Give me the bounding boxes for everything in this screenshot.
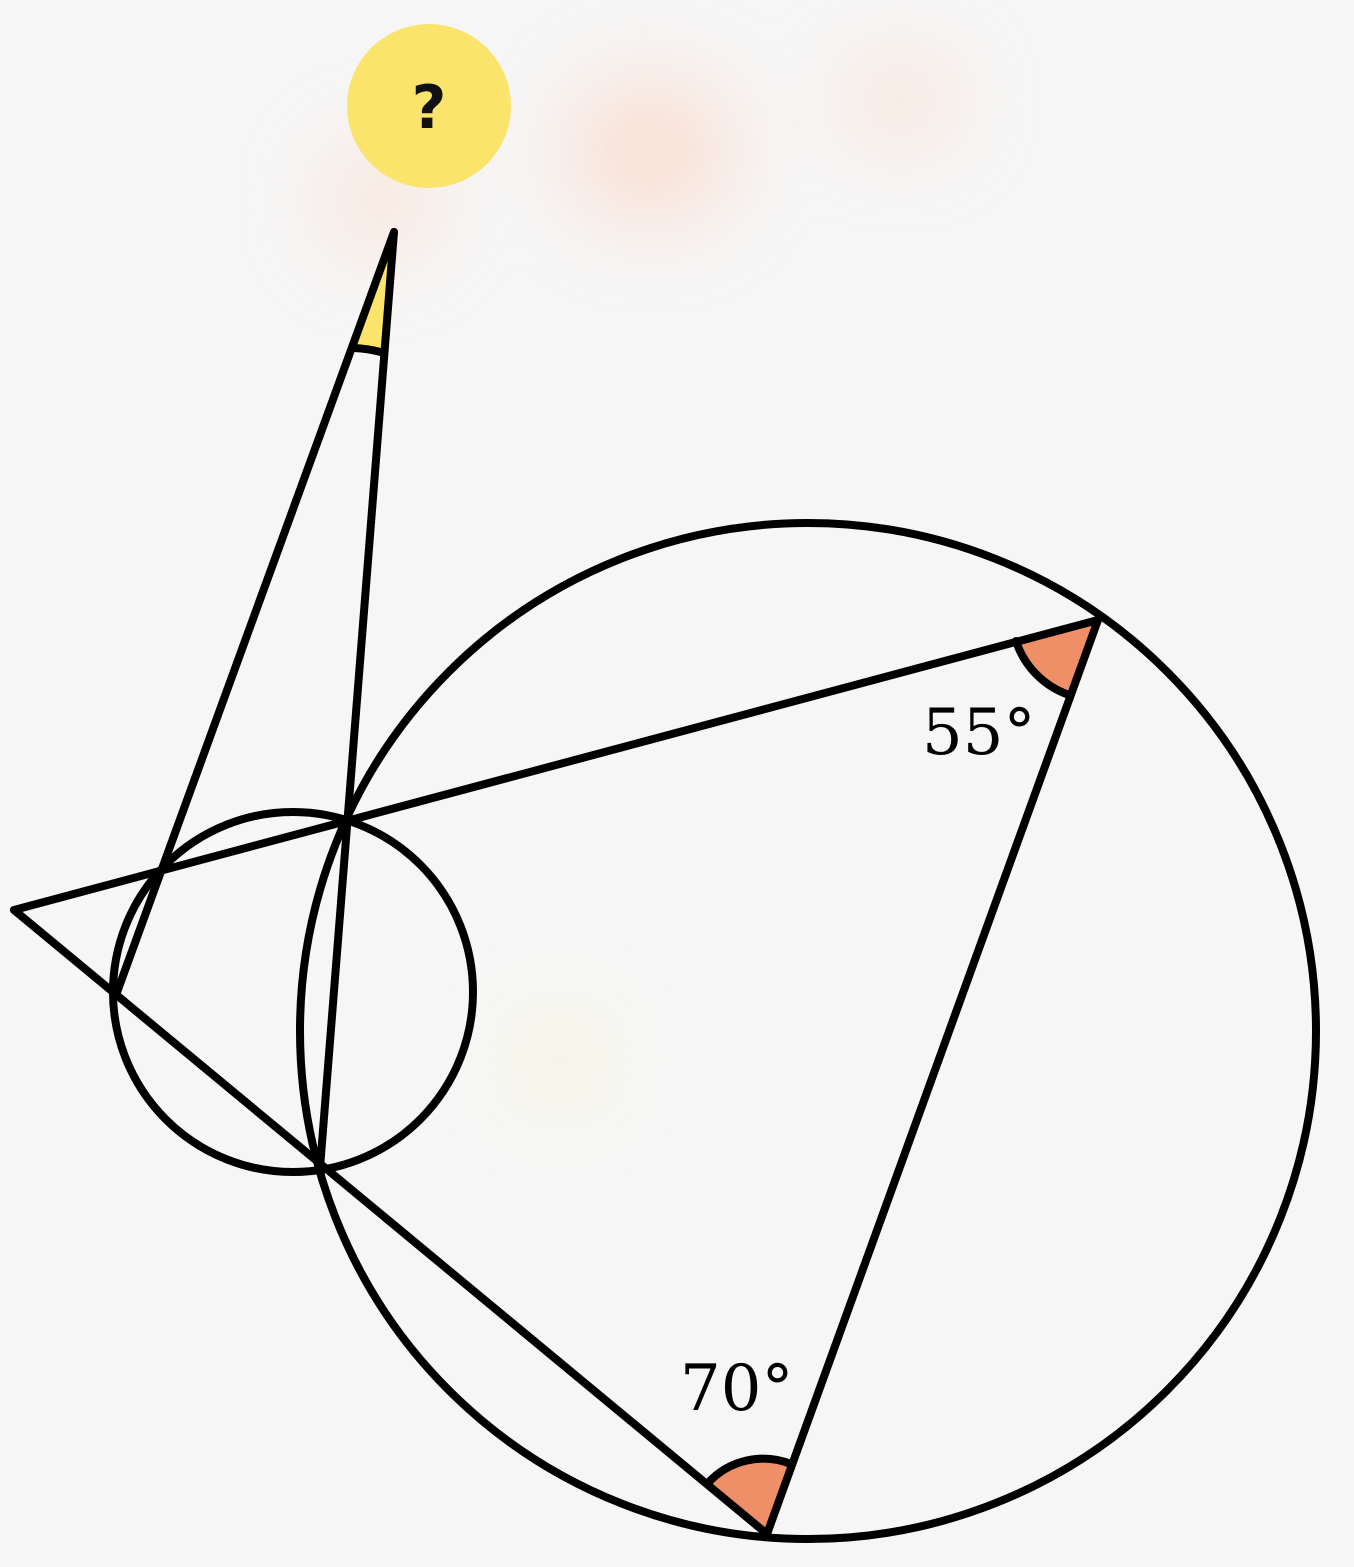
question-badge: ? bbox=[347, 24, 511, 188]
large-circle bbox=[296, 519, 1320, 1543]
angle-arc-55 bbox=[1012, 637, 1073, 699]
unknown-angle-arc bbox=[350, 344, 388, 357]
background-glow bbox=[320, 50, 960, 1105]
line-left-to-bottom bbox=[10, 906, 771, 1538]
angle-label-70: 70° bbox=[680, 1352, 793, 1426]
line-apex-to-intersection bbox=[316, 228, 398, 1172]
line-apex-to-small-circle bbox=[112, 228, 398, 999]
angle-label-55: 55° bbox=[922, 696, 1035, 770]
line-left-to-top-right bbox=[10, 616, 1102, 914]
question-mark-label: ? bbox=[412, 73, 447, 143]
question-badge-circle bbox=[347, 24, 511, 188]
angle-arc-70 bbox=[704, 1454, 795, 1487]
diagram-lines bbox=[10, 228, 1102, 1538]
line-top-right-to-bottom bbox=[763, 616, 1102, 1538]
